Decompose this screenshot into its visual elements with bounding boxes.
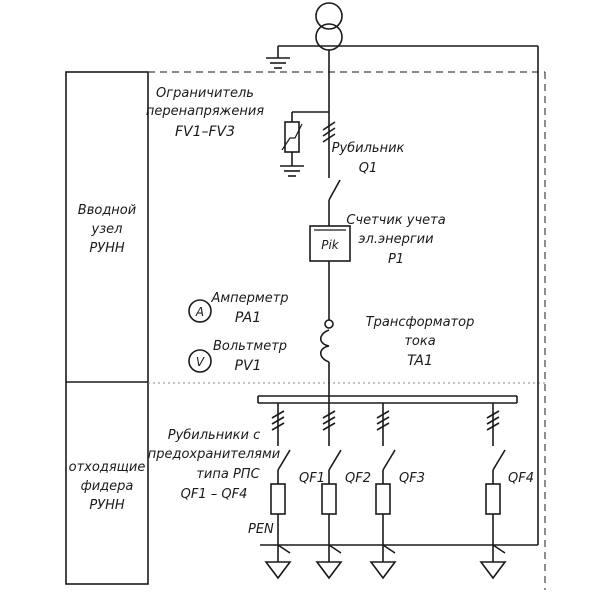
ct-label-3: TA1 (407, 353, 433, 369)
limiter-label-2: перенапряжения (146, 104, 264, 119)
meter-label-3: P1 (388, 252, 404, 267)
main-busbar (257, 395, 518, 404)
feeder-qf3-label: QF3 (399, 471, 425, 486)
input-node-line-3: РУНН (89, 241, 125, 256)
three-phase-ticks (322, 121, 336, 143)
fused-switches-label-3: типа РПС (196, 467, 260, 482)
pen-bus: PEN (248, 522, 538, 554)
voltmeter-icon: V (188, 349, 212, 373)
ammeter-symbol: A (195, 305, 204, 319)
voltmeter-label-1: Вольтметр (213, 339, 287, 354)
feeders-line-1: отходящие (69, 460, 146, 475)
power-transformer-icon (315, 2, 343, 178)
pen-label: PEN (248, 522, 274, 537)
energy-meter-box-label: Pik (321, 238, 340, 252)
feeder-qf2-label: QF2 (345, 471, 371, 486)
switch-q1-label-2: Q1 (359, 161, 378, 176)
input-node-line-1: Вводной (78, 203, 136, 218)
fused-switches-label-2: предохранителями (148, 447, 281, 462)
limiter-label-1: Ограничитель (156, 86, 254, 101)
feeder-qf4-label: QF4 (508, 471, 534, 486)
voltmeter-symbol: V (196, 355, 205, 369)
ground-bus (266, 45, 539, 545)
feeders-line-3: РУНН (89, 498, 125, 513)
switch-q1-icon (328, 179, 341, 226)
fused-switches-label-1: Рубильники с (168, 428, 261, 443)
feeder-qf3: QF3 (369, 403, 425, 580)
feeder-qf2: QF2 (315, 398, 371, 580)
surge-limiter-icon (280, 111, 329, 177)
limiter-label-3: FV1–FV3 (175, 124, 235, 140)
meter-label-1: Счетчик учета (346, 213, 445, 228)
left-panel: Вводной узел РУНН отходящие фидера РУНН (65, 71, 149, 585)
current-transformer-icon (319, 319, 334, 398)
ammeter-icon: A (188, 299, 212, 323)
voltmeter-label-2: PV1 (235, 358, 262, 374)
energy-meter-icon: Pik (309, 225, 351, 320)
ammeter-label-2: PA1 (235, 310, 261, 326)
meter-label-2: эл.энергии (358, 232, 433, 247)
input-node-line-2: узел (91, 222, 123, 237)
feeder-qf1-label: QF1 (299, 471, 325, 486)
switch-q1-label-1: Рубильник (332, 141, 405, 156)
fused-switches-label-4: QF1 – QF4 (181, 487, 248, 502)
feeder-qf1: QF1 (264, 403, 325, 580)
feeder-qf4: QF4 (479, 403, 534, 580)
ct-label-1: Трансформатор (366, 315, 475, 330)
enclosure-outline (148, 71, 546, 590)
ammeter-label-1: Амперметр (210, 291, 288, 306)
feeders-line-2: фидера (81, 479, 134, 494)
ct-label-2: тока (404, 334, 435, 349)
